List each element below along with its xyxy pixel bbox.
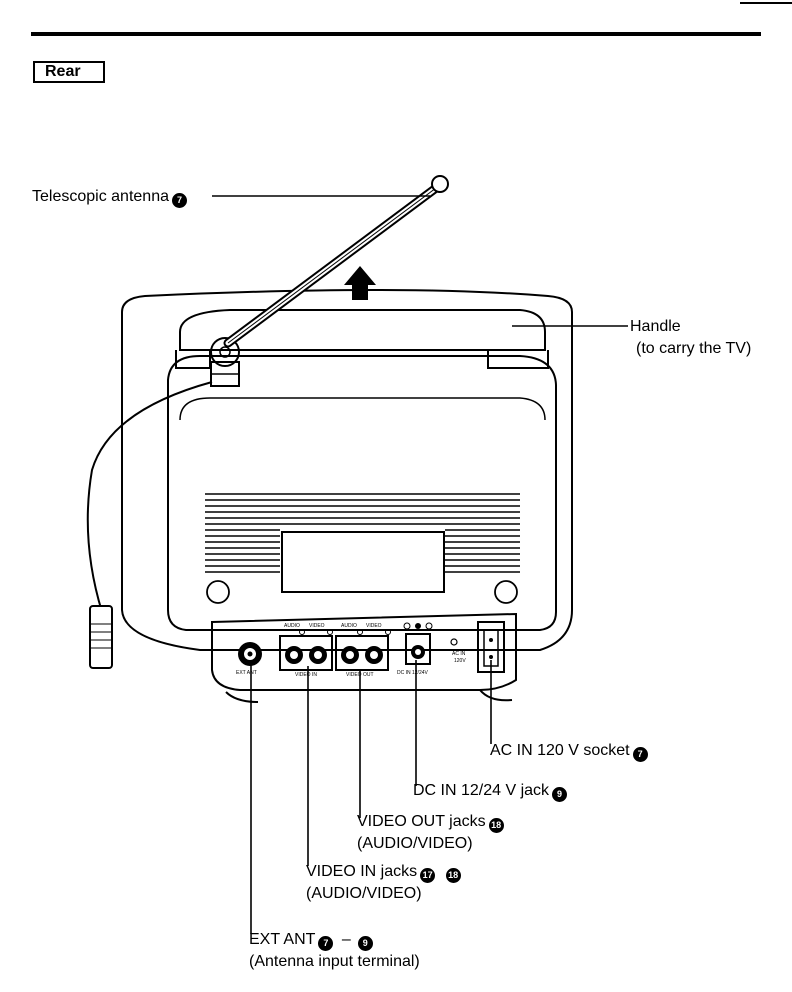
- panel-label-video-1: VIDEO: [309, 623, 325, 629]
- video-out-jack-video: [365, 646, 383, 664]
- screw-hole-right: [495, 581, 517, 603]
- telescopic-antenna: [228, 176, 448, 343]
- ref-number-badge: 17: [420, 868, 435, 883]
- ref-number-badge: 9: [552, 787, 567, 802]
- ref-number-badge: 7: [633, 747, 648, 762]
- cable-plug: [90, 606, 112, 668]
- ref-number-badge: 18: [446, 868, 461, 883]
- panel-label-video-in: VIDEO IN: [295, 672, 317, 678]
- panel-label-audio-2: AUDIO: [341, 623, 357, 629]
- polarity-symbol: [404, 623, 432, 629]
- panel-label-dc-in: DC IN 12/24V: [397, 670, 429, 676]
- video-in-jack-audio: [285, 646, 303, 664]
- handle: [180, 310, 545, 350]
- panel-label-ac-in-1: AC IN: [452, 651, 466, 657]
- ref-number-badge: 9: [358, 936, 373, 951]
- antenna-cable: [88, 382, 212, 612]
- label-plate: [282, 532, 444, 592]
- ref-number-badge: 7: [318, 936, 333, 951]
- panel-label-audio-1: AUDIO: [284, 623, 300, 629]
- panel-label-video-2: VIDEO: [366, 623, 382, 629]
- panel-label-ext-ant: EXT ANT: [236, 670, 257, 676]
- dc-in-jack: [411, 645, 425, 659]
- video-out-jack-audio: [341, 646, 359, 664]
- lift-arrow-icon: [344, 266, 376, 300]
- rear-housing: [168, 356, 556, 630]
- callout-handle: Handle: [630, 317, 681, 336]
- callout-video-in-note: (AUDIO/VIDEO): [306, 884, 422, 903]
- tv-cabinet-outline: [122, 290, 572, 650]
- panel-label-ac-in-2: 120V: [454, 658, 466, 664]
- screw-hole-left: [207, 581, 229, 603]
- ext-ant-connector: [238, 642, 262, 666]
- callout-ext-ant-note: (Antenna input terminal): [249, 952, 420, 971]
- video-in-jack-video: [309, 646, 327, 664]
- callout-handle-note: (to carry the TV): [636, 339, 751, 358]
- ref-number-badge: 18: [489, 818, 504, 833]
- callout-video-out-note: (AUDIO/VIDEO): [357, 834, 473, 853]
- ref-number-badge: 7: [172, 193, 187, 208]
